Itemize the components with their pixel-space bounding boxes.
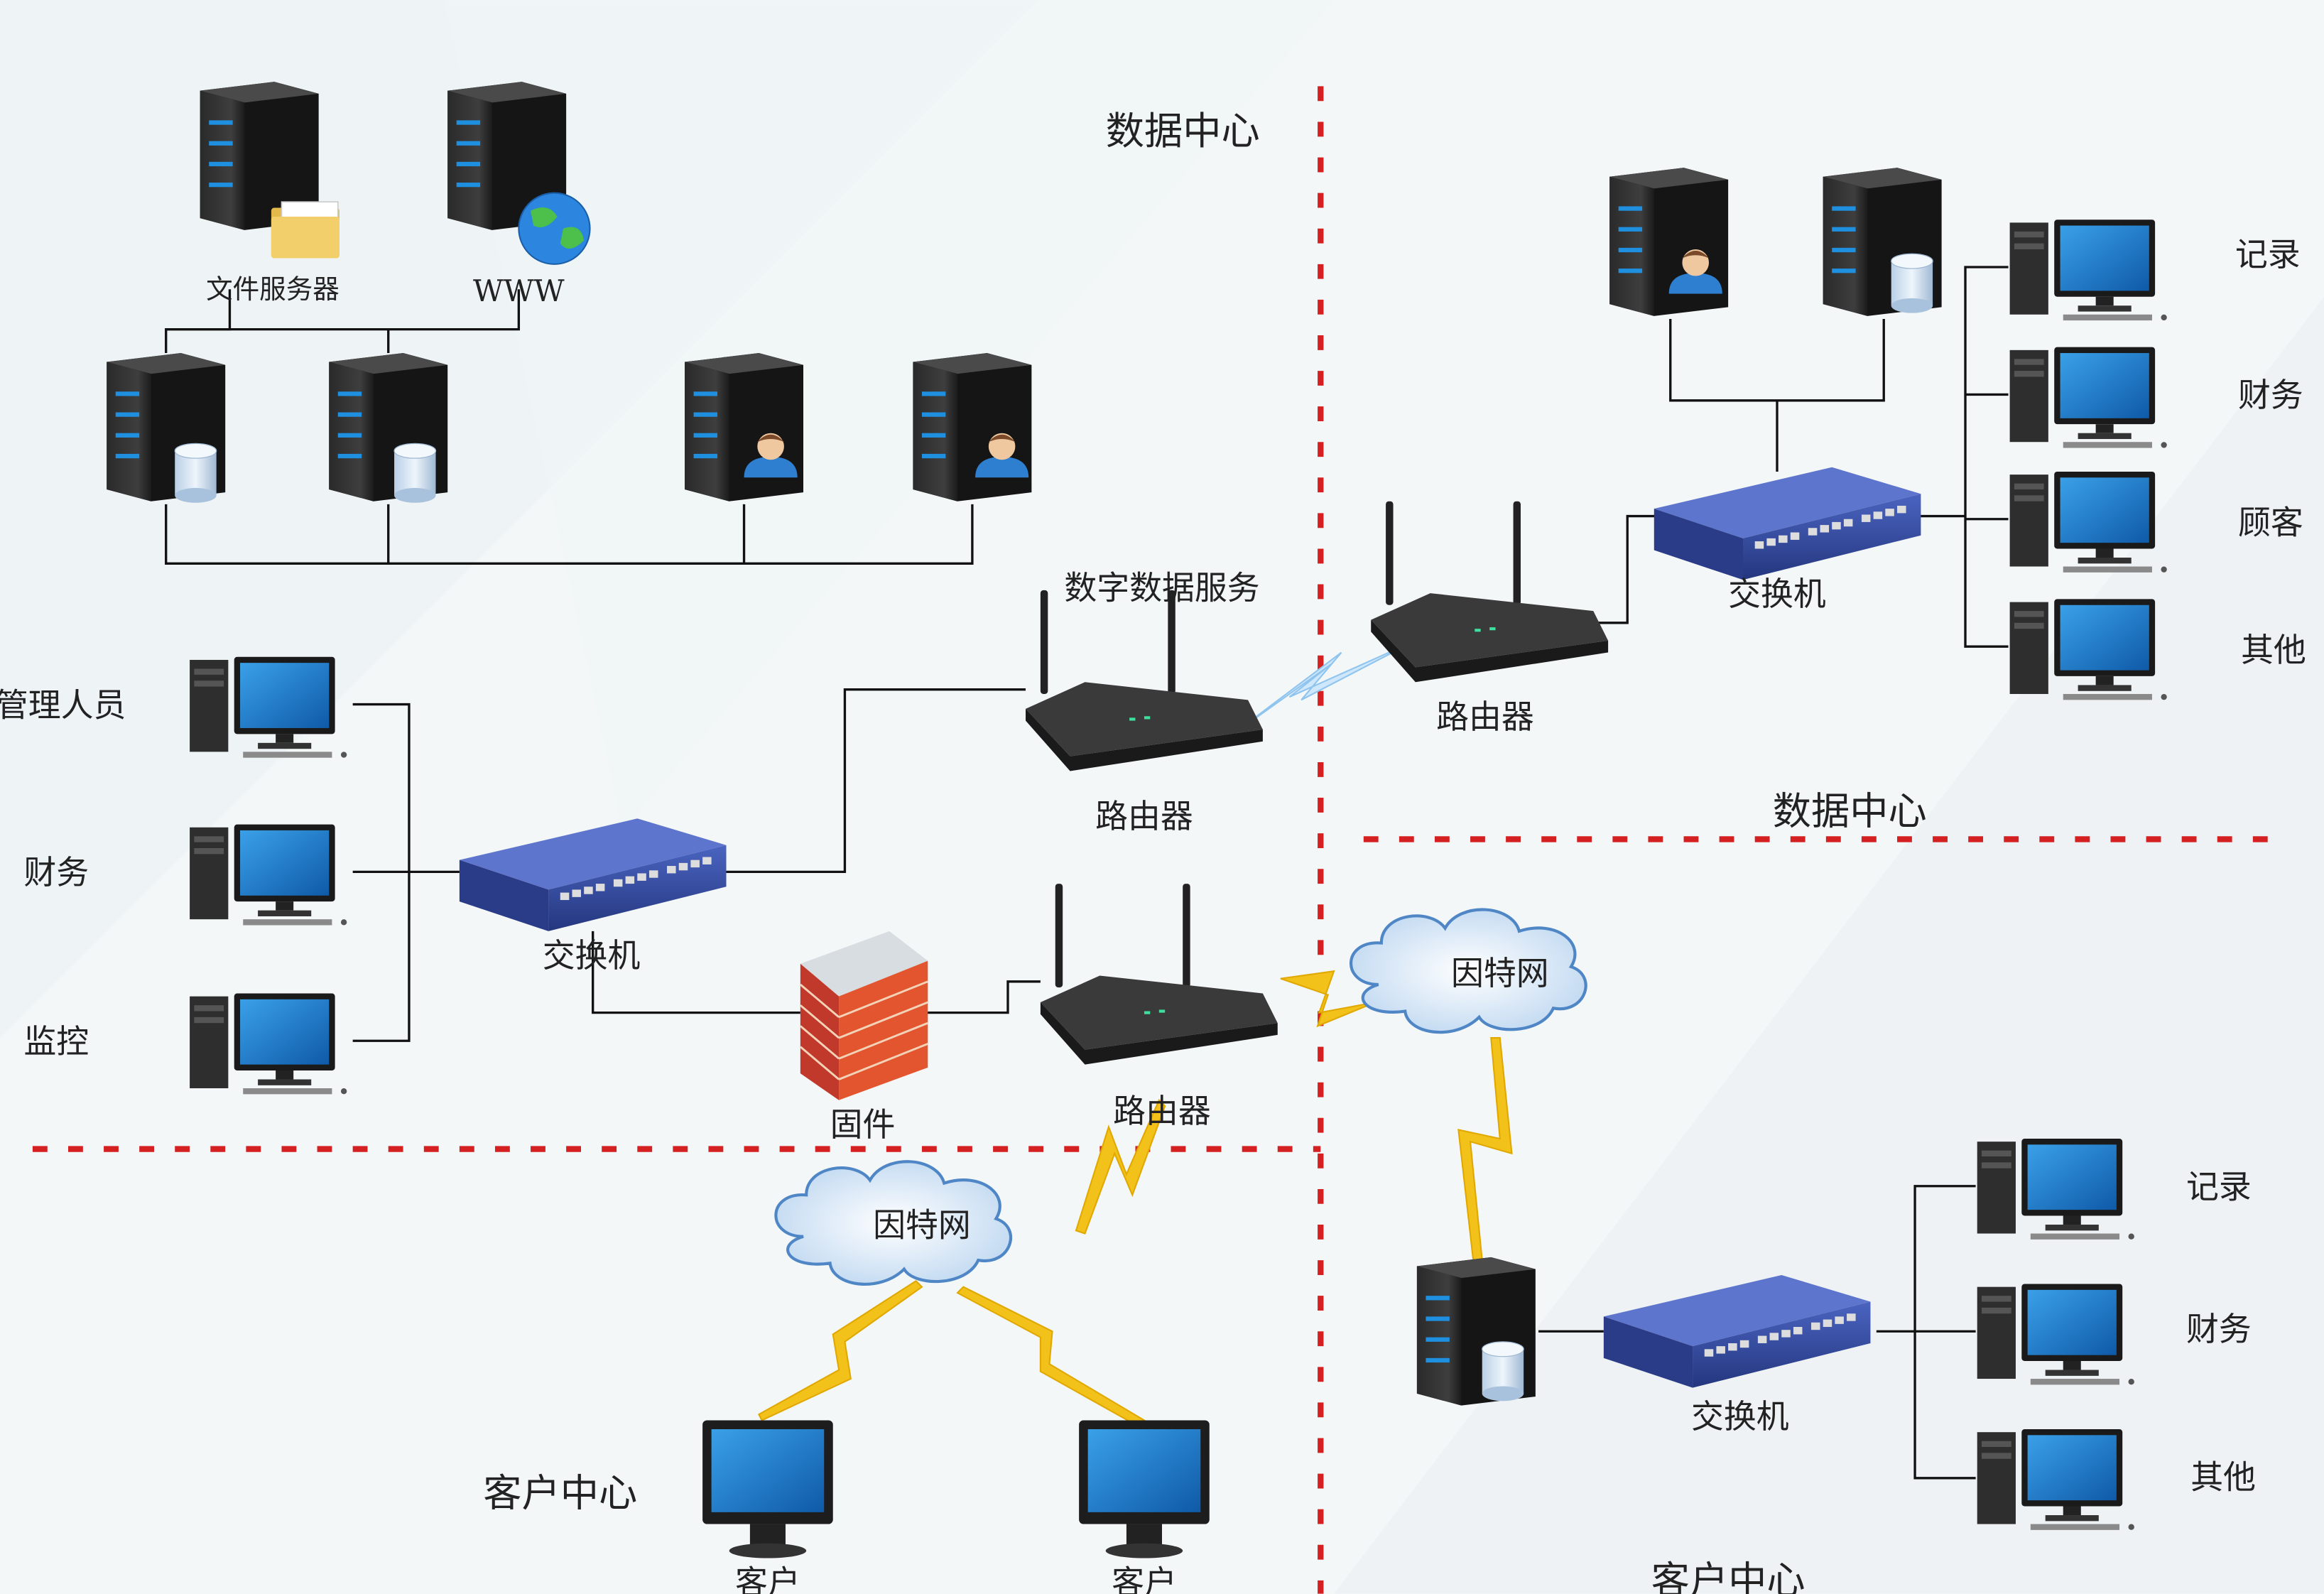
client-label: 客户	[735, 1563, 800, 1594]
right-bottom-workstation-label: 财务	[2186, 1310, 2252, 1348]
client-label: 客户	[1112, 1563, 1177, 1594]
zone-title-top-right: 数据中心	[1773, 789, 1927, 834]
router-left-bottom-label: 路由器	[1113, 1092, 1211, 1130]
workstation-monitor[interactable]	[190, 993, 347, 1095]
lightning-internet-server	[1457, 1037, 1513, 1262]
switch-right-top-label: 交换机	[1728, 575, 1826, 613]
bottom-right-db-server[interactable]	[1416, 1257, 1536, 1406]
database-icon	[393, 443, 437, 504]
switch-left[interactable]	[459, 818, 727, 931]
connection-lines	[165, 266, 2009, 1480]
left-workstation-label: 监控	[23, 1022, 89, 1061]
client-monitor-2[interactable]	[1079, 1420, 1210, 1558]
right-top-workstation-label: 其他	[2241, 631, 2306, 669]
right-db-server[interactable]	[1823, 168, 1942, 316]
database-icon	[1891, 253, 1933, 314]
router-right-label: 路由器	[1436, 698, 1534, 736]
db-server-1[interactable]	[107, 353, 226, 504]
router-left-bottom[interactable]	[1040, 884, 1278, 1065]
database-icon	[174, 443, 217, 504]
zone-title-bottom-right: 客户中心	[1651, 1558, 1806, 1594]
workstation-records-top[interactable]	[2009, 219, 2167, 321]
router-right[interactable]	[1371, 501, 1609, 683]
lightning-router-cloud	[1075, 1098, 1166, 1235]
database-icon	[1482, 1341, 1524, 1401]
switch-left-label: 交换机	[543, 936, 641, 975]
right-top-workstation-label: 财务	[2238, 376, 2303, 414]
left-workstation-label: 管理人员	[0, 685, 126, 724]
db-server-2[interactable]	[329, 353, 448, 504]
user-server-2[interactable]	[913, 353, 1032, 501]
internet-right-label: 因特网	[1451, 954, 1549, 992]
lightning-cloud-client-1	[758, 1279, 923, 1421]
router-left-top-label: 路由器	[1095, 797, 1193, 835]
switch-right-top[interactable]	[1654, 467, 1921, 580]
router-left-top[interactable]	[1026, 590, 1263, 771]
left-workstation-label: 财务	[23, 853, 89, 891]
firewall-icon[interactable]	[799, 931, 928, 1100]
firewall-label: 固件	[830, 1105, 896, 1144]
zone-title-top-left: 数据中心	[1106, 109, 1260, 153]
file-server-label: 文件服务器	[206, 273, 340, 305]
www-server[interactable]	[447, 82, 591, 265]
user-server-1[interactable]	[685, 353, 804, 501]
client-monitor-1[interactable]	[702, 1420, 833, 1558]
globe-icon	[518, 192, 591, 265]
workstation-finance-top[interactable]	[2009, 347, 2167, 448]
www-server-label: WWW	[473, 273, 565, 308]
folder-icon	[271, 201, 340, 259]
right-top-workstation-label: 记录	[2235, 235, 2301, 273]
right-user-server[interactable]	[1609, 168, 1729, 316]
right-top-workstation-label: 顾客	[2238, 504, 2303, 542]
switch-right-bottom-label: 交换机	[1691, 1397, 1789, 1436]
workstation-finance-left[interactable]	[190, 824, 347, 926]
zone-title-bottom-left: 客户中心	[483, 1471, 637, 1516]
internet-left-label: 因特网	[873, 1206, 971, 1245]
right-bottom-workstation-label: 其他	[2190, 1458, 2256, 1496]
right-bottom-workstation-label: 记录	[2186, 1167, 2252, 1205]
file-server[interactable]	[200, 82, 340, 259]
lightning-cloud-client-2	[956, 1286, 1146, 1428]
ddn-service-label: 数字数据服务	[1064, 568, 1259, 607]
